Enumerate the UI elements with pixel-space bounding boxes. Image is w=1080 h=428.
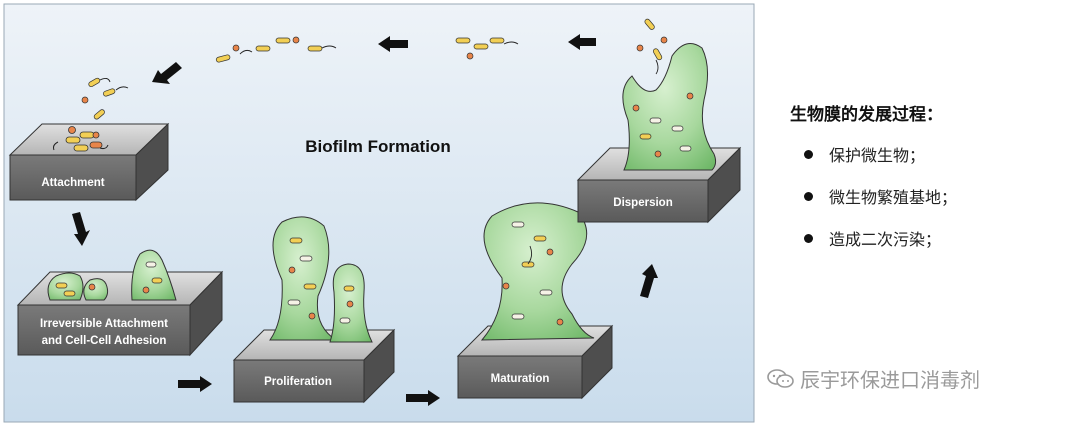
stage-irreversible: Irreversible Attachment and Cell-Cell Ad… (16, 249, 224, 357)
arrow-left-icon (568, 34, 596, 50)
list-item-text: 保护微生物； (829, 146, 926, 165)
watermark-text: 辰宇环保进口消毒剂 (800, 368, 980, 392)
list-item: 微生物繁殖基地； (790, 181, 1070, 211)
stage-proliferation: Proliferation (232, 216, 396, 404)
bullet-icon (804, 149, 813, 159)
list-item-text: 微生物繁殖基地； (829, 188, 958, 207)
list-item: 造成二次污染； (790, 223, 1070, 253)
biofilm-tower (269, 216, 338, 341)
arrow-left-icon (378, 36, 408, 52)
arrow-right-icon (178, 376, 212, 392)
biofilm-diagram: Biofilm Formation Attachment Irrev (3, 3, 755, 423)
diagram-title: Biofilm Formation (305, 137, 450, 156)
side-panel: 生物膜的发展过程： 保护微生物； 微生物繁殖基地； 造成二次污染； (790, 100, 1070, 265)
arrow-down-left-icon (152, 62, 182, 84)
attached-cells (53, 126, 109, 152)
watermark: 辰宇环保进口消毒剂 (766, 364, 980, 393)
stage-dispersion-label: Dispersion (613, 197, 672, 209)
side-panel-list: 保护微生物； 微生物繁殖基地； 造成二次污染； (790, 139, 1070, 253)
list-item: 保护微生物； (790, 139, 1070, 169)
stage-irreversible-label-1: Irreversible Attachment (40, 318, 168, 330)
migrating-cells (215, 36, 519, 63)
stage-maturation: Maturation (456, 202, 614, 400)
stage-attachment: Attachment (8, 122, 170, 202)
microcolony (131, 249, 177, 301)
arrow-up-icon (640, 264, 658, 298)
wechat-icon (767, 368, 794, 388)
falling-cells (81, 77, 129, 120)
stage-attachment-label: Attachment (41, 177, 104, 189)
list-item-text: 造成二次污染； (829, 230, 942, 249)
mature-biofilm (480, 202, 595, 341)
stage-maturation-label: Maturation (491, 373, 550, 385)
arrow-right-icon (406, 390, 440, 406)
stage-irreversible-label-2: and Cell-Cell Adhesion (42, 335, 167, 347)
arrow-down-icon (72, 212, 90, 246)
side-panel-heading: 生物膜的发展过程： (790, 105, 943, 125)
cycle-arrows (72, 34, 658, 406)
bullet-icon (804, 191, 813, 201)
stage-dispersion: Dispersion (576, 18, 742, 224)
stage-proliferation-label: Proliferation (264, 376, 332, 388)
bullet-icon (804, 233, 813, 243)
microcolony (83, 278, 109, 301)
